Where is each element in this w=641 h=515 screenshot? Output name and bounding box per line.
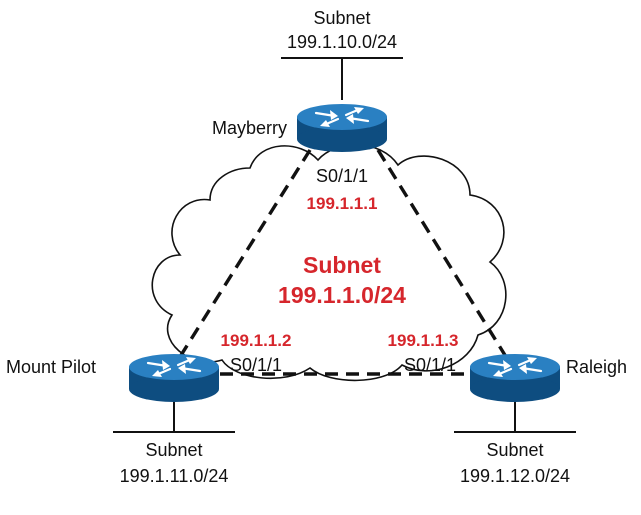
mayberry-lan-label: Subnet bbox=[313, 8, 370, 28]
raleigh-lan-address: 199.1.12.0/24 bbox=[460, 466, 570, 486]
mayberry-lan-address: 199.1.10.0/24 bbox=[287, 32, 397, 52]
mount-pilot-lan-address: 199.1.11.0/24 bbox=[120, 466, 229, 486]
lan-links bbox=[113, 57, 576, 433]
router-icon bbox=[295, 102, 389, 154]
mount-pilot-lan-label: Subnet bbox=[145, 440, 202, 460]
mayberry-interface: S0/1/1 bbox=[316, 166, 368, 186]
wan-subnet-address: 199.1.1.0/24 bbox=[278, 282, 406, 308]
wan-cloud-icon bbox=[151, 144, 507, 382]
raleigh-ip: 199.1.1.3 bbox=[388, 331, 459, 350]
mount-pilot-name: Mount Pilot bbox=[6, 357, 96, 377]
mayberry-ip: 199.1.1.1 bbox=[307, 194, 378, 213]
router-icon bbox=[127, 352, 221, 404]
mount-pilot-ip: 199.1.1.2 bbox=[221, 331, 292, 350]
router-mayberry[interactable] bbox=[295, 102, 389, 154]
raleigh-name: Raleigh bbox=[566, 357, 627, 377]
mount-pilot-interface: S0/1/1 bbox=[230, 355, 282, 375]
router-mount-pilot[interactable] bbox=[127, 352, 221, 404]
mayberry-name: Mayberry bbox=[212, 118, 287, 138]
raleigh-lan-label: Subnet bbox=[486, 440, 543, 460]
wan-subnet-label: Subnet bbox=[303, 252, 381, 278]
router-raleigh[interactable] bbox=[468, 352, 562, 404]
router-icon bbox=[468, 352, 562, 404]
raleigh-interface: S0/1/1 bbox=[404, 355, 456, 375]
